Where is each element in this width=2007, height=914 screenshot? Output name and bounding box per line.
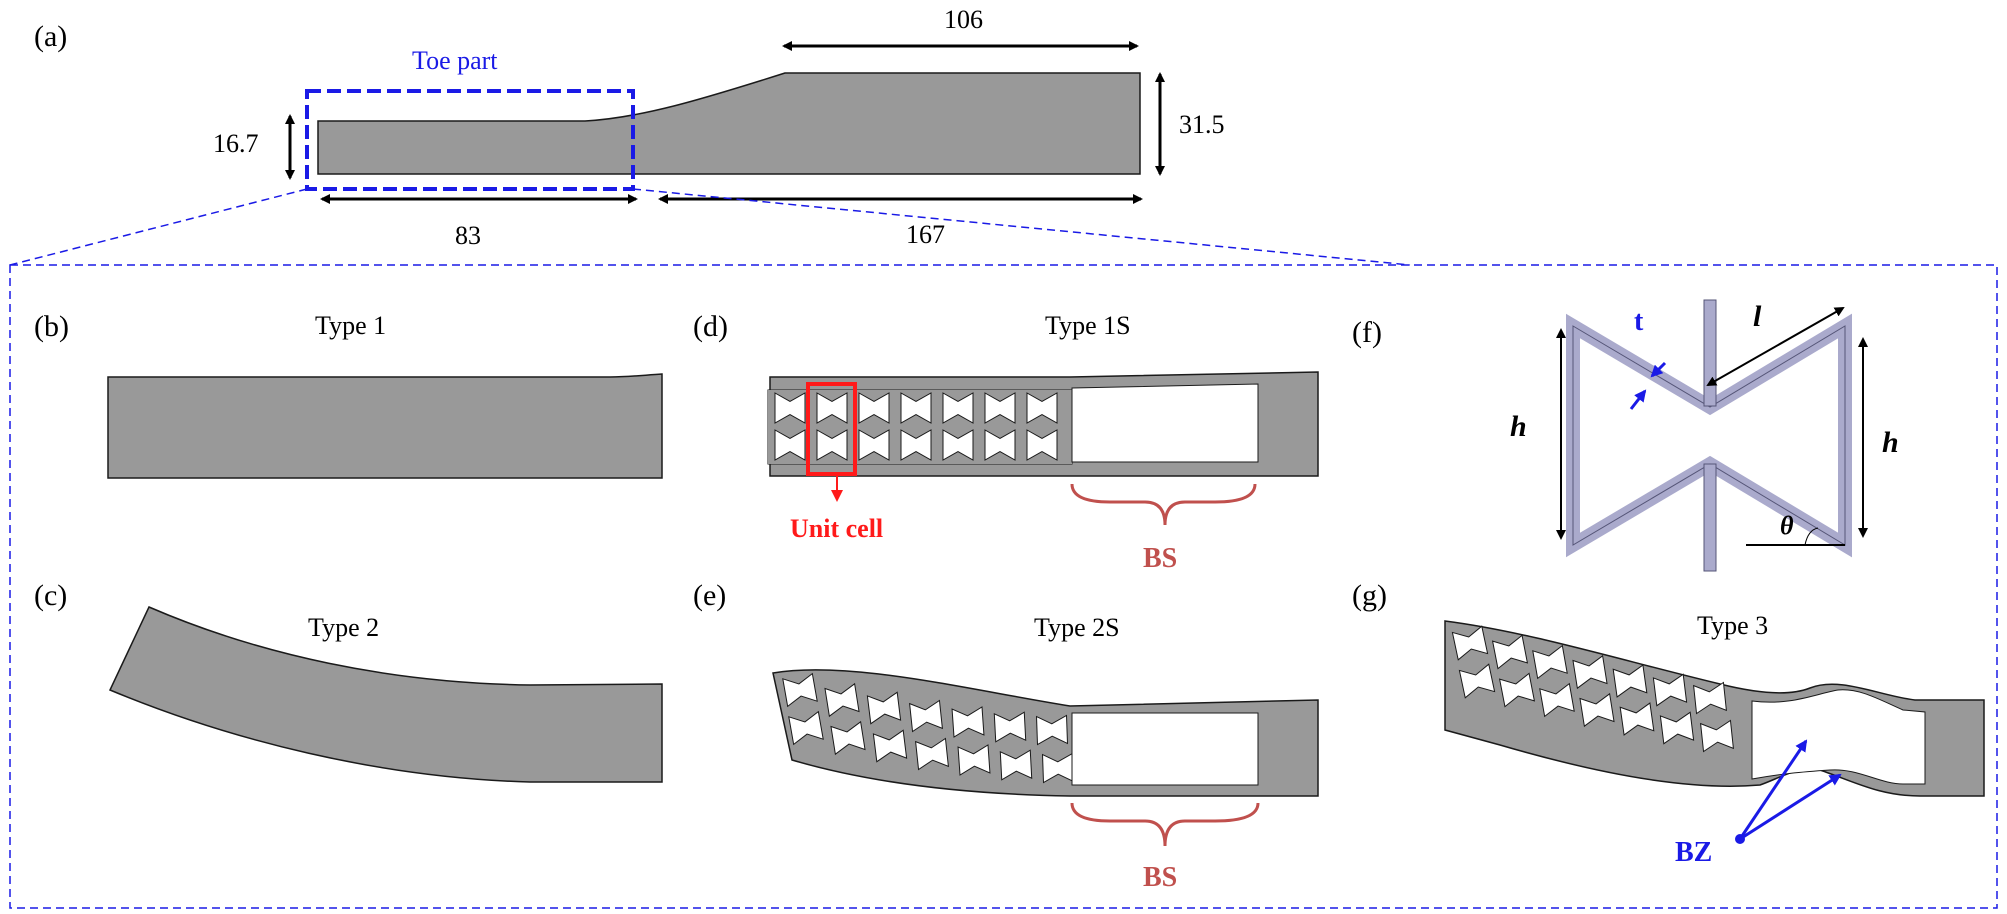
lattice-cell — [942, 429, 974, 461]
panel-f-label: (f) — [1352, 316, 1382, 349]
lattice-cell — [1612, 664, 1648, 698]
dim-bottom-right-label: 167 — [906, 220, 945, 249]
panel-d: (d) Type 1S Unit cell BS — [693, 310, 1319, 574]
lattice-cell — [915, 737, 949, 771]
bs-bracket-d — [1070, 483, 1257, 526]
type1s-lattice-cells — [768, 390, 1072, 464]
panel-b-title: Type 1 — [315, 311, 386, 340]
panel-b: (b) Type 1 — [34, 310, 663, 479]
type2-shape — [108, 606, 663, 783]
lattice-cell — [999, 749, 1033, 781]
dim-right-height-label: 31.5 — [1179, 110, 1225, 139]
bs-label-d: BS — [1143, 543, 1177, 574]
lattice-cell — [1652, 673, 1688, 707]
reentrant-unit-cell — [1566, 299, 1852, 572]
dim-left-height-label: 16.7 — [213, 129, 259, 158]
panel-d-title: Type 1S — [1045, 311, 1131, 340]
dim-bottom-left-label: 83 — [455, 221, 481, 250]
t-arrow-bottom — [1629, 389, 1647, 410]
panel-e: (e) Type 2S BS — [693, 579, 1319, 893]
lattice-cell — [1579, 692, 1615, 728]
panel-b-label: (b) — [34, 310, 69, 343]
type1-shape — [107, 373, 663, 479]
lattice-cell — [858, 429, 890, 461]
zoom-line-right — [632, 188, 1411, 266]
theta-arc — [1804, 527, 1819, 546]
lattice-cell — [957, 744, 991, 776]
lattice-cell — [1498, 672, 1536, 708]
dim-top-label: 106 — [944, 5, 983, 34]
lattice-cell — [872, 729, 908, 763]
panel-e-label: (e) — [693, 579, 726, 612]
panel-c: (c) Type 2 — [34, 579, 663, 783]
lattice-cell — [1451, 625, 1489, 661]
lattice-cell — [1619, 702, 1655, 736]
panel-g: (g) Type 3 BZ — [1352, 579, 1985, 868]
t-arrow-top — [1650, 361, 1667, 378]
panel-a-label: (a) — [34, 20, 67, 53]
lattice-cell — [1458, 663, 1496, 699]
lattice-cell — [782, 672, 818, 708]
lattice-cell — [1539, 682, 1575, 718]
lattice-cell — [1700, 719, 1734, 753]
lattice-cell — [866, 691, 902, 725]
unit-cell-label: Unit cell — [790, 514, 883, 543]
panel-a: (a) Toe part 16.7 31.5 106 83 167 — [9, 5, 1411, 266]
theta-label: θ — [1780, 511, 1794, 540]
lattice-cell — [1026, 392, 1058, 424]
lattice-cell — [1532, 644, 1568, 680]
t-label: t — [1634, 306, 1644, 337]
zoom-enclosure-box — [9, 264, 1998, 909]
lattice-cell — [909, 699, 943, 733]
lattice-cell — [984, 392, 1016, 424]
type3-lattice-cells — [1451, 625, 1734, 753]
lattice-cell — [858, 392, 890, 424]
panel-g-label: (g) — [1352, 579, 1387, 612]
lattice-cell — [984, 429, 1016, 461]
lattice-cell — [900, 392, 932, 424]
panel-e-title: Type 2S — [1034, 613, 1120, 642]
zoom-line-left — [9, 188, 308, 266]
lattice-cell — [824, 682, 860, 718]
lattice-cell — [1035, 714, 1069, 746]
bs-label-e: BS — [1143, 862, 1177, 893]
bz-label: BZ — [1675, 837, 1712, 868]
lattice-cell — [816, 392, 848, 424]
type2s-lattice-cells — [782, 672, 1075, 784]
lattice-cell — [993, 711, 1027, 743]
bz-arrow-upper — [1738, 739, 1808, 840]
lattice-cell — [830, 720, 866, 756]
toe-part-label: Toe part — [412, 46, 498, 75]
type2s-bs-hollow — [1071, 712, 1259, 786]
lattice-cell — [1572, 654, 1608, 690]
lattice-cell — [951, 706, 985, 738]
h-label-left: h — [1510, 410, 1527, 443]
lattice-cell — [788, 710, 824, 746]
h-label-right: h — [1882, 426, 1899, 459]
lattice-cell — [942, 392, 974, 424]
toe-part-box — [305, 89, 635, 191]
lattice-cell — [816, 429, 848, 461]
lattice-cell — [774, 392, 806, 424]
insole-outline-shape — [317, 72, 1141, 175]
panel-c-title: Type 2 — [308, 613, 379, 642]
lattice-cell — [774, 429, 806, 461]
panel-f: (f) t l h h θ — [1352, 299, 1899, 572]
panel-c-label: (c) — [34, 579, 67, 612]
type3-bz-hollow — [1751, 689, 1926, 785]
l-arrow — [1706, 307, 1845, 386]
panel-d-label: (d) — [693, 310, 728, 343]
lattice-cell — [1491, 634, 1529, 670]
type1s-bs-hollow — [1071, 383, 1259, 463]
lattice-cell — [1659, 711, 1695, 745]
lattice-cell — [1026, 429, 1058, 461]
l-label: l — [1753, 300, 1762, 333]
panel-g-title: Type 3 — [1697, 611, 1768, 640]
unit-cell-box — [806, 382, 857, 476]
bs-bracket-e — [1070, 802, 1260, 847]
bz-arrow-lower — [1739, 773, 1842, 841]
lattice-cell — [1693, 681, 1727, 715]
lattice-cell — [900, 429, 932, 461]
